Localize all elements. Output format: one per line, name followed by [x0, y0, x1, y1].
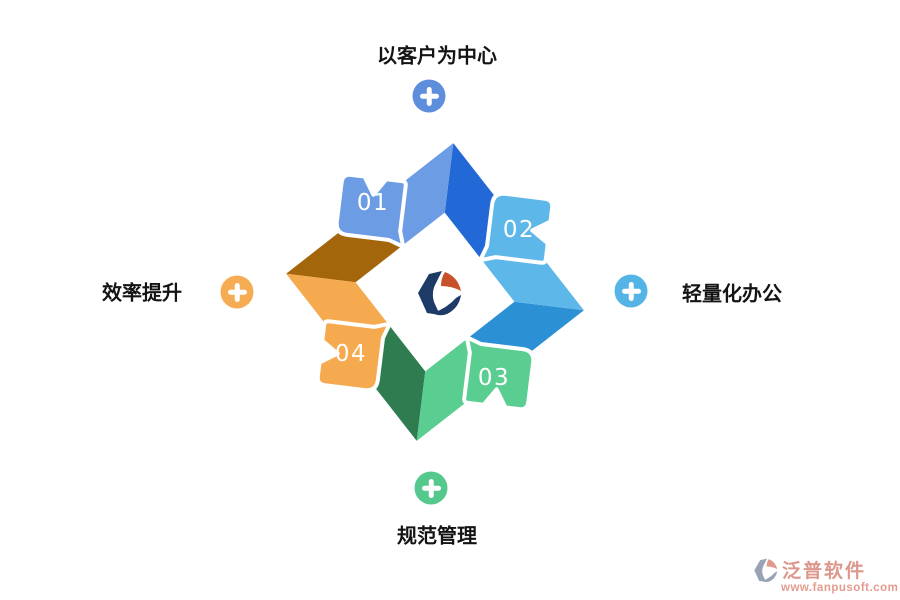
node-label-top: 以客户为中心 [377, 45, 497, 68]
node-label-bottom: 规范管理 [397, 525, 477, 548]
plus-icon-left [220, 275, 254, 309]
plus-icon-bottom [414, 471, 448, 505]
watermark-url: www.fanpusoft.com [781, 582, 899, 594]
node-label-left: 效率提升 [102, 282, 182, 305]
plus-icon-right [614, 274, 648, 308]
step-number-03: 03 [477, 365, 511, 391]
step-number-01: 01 [356, 190, 390, 216]
watermark-logo-icon [754, 558, 778, 583]
watermark: 泛普软件 www.fanpusoft.com [752, 556, 900, 598]
watermark-brand-name: 泛普软件 [782, 561, 867, 582]
fanpu-logo-icon [418, 271, 461, 316]
node-label-right: 轻量化办公 [682, 283, 782, 306]
step-number-04: 04 [334, 341, 368, 367]
plus-icon-top [412, 79, 446, 113]
step-number-02: 02 [502, 217, 536, 243]
